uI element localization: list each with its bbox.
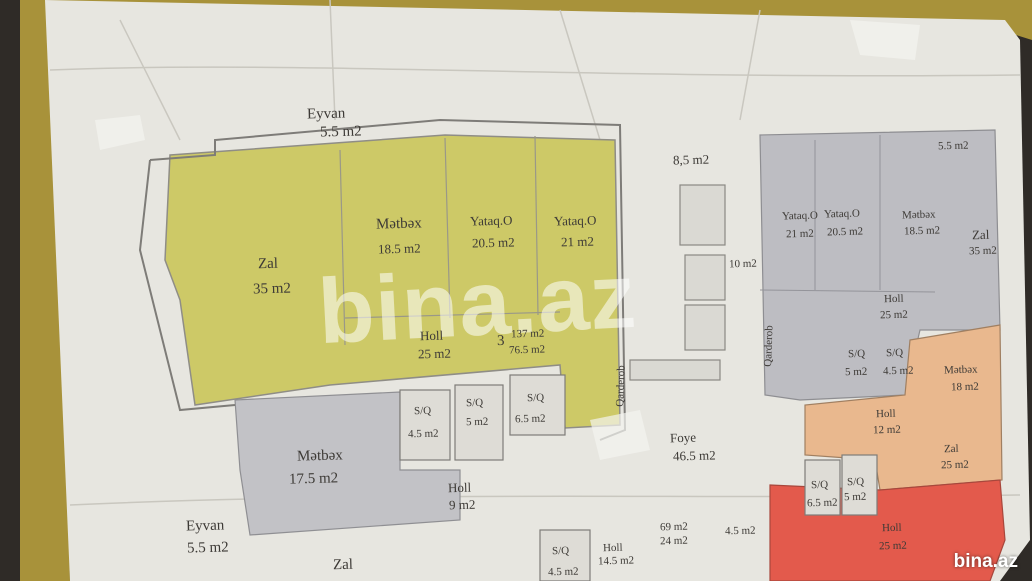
metbex-2-area: 17.5 m2 — [288, 470, 339, 488]
holl-3-label: Holl — [602, 541, 623, 555]
yataq-4-label: Yataq.O — [823, 207, 861, 221]
foye-area: 46.5 m2 — [672, 447, 716, 464]
sq-5-label: S/Q — [847, 347, 866, 361]
sq-2-label: S/Q — [465, 396, 484, 410]
apartment-small-total: 69 m2 — [659, 520, 688, 534]
zal-3-area: 35 m2 — [968, 244, 997, 258]
holl-4-label: Holl — [883, 292, 904, 306]
yataq-2-label: Yataq.O — [553, 212, 597, 229]
eyvan-bottom-label: Eyvan — [185, 517, 225, 535]
zal-3-label: Zal — [971, 226, 990, 243]
sq-7-label: S/Q — [810, 478, 829, 492]
yataq-1-area: 20.5 m2 — [471, 234, 515, 251]
sq-4-area: 4.5 m2 — [547, 565, 579, 579]
sq-2-area: 5 m2 — [465, 415, 489, 429]
sq-8-label: S/Q — [846, 475, 865, 489]
sq-1-label: S/Q — [413, 404, 432, 418]
stair-core — [629, 184, 726, 381]
zal-2-label: Zal — [332, 556, 354, 574]
yataq-3-label: Yataq.O — [781, 209, 819, 223]
holl-2-label: Holl — [447, 479, 472, 496]
yellow-walls — [339, 135, 561, 346]
sq-8-area: 5 m2 — [843, 490, 867, 504]
peeling-patches — [95, 20, 920, 460]
metbex-3-label: Mətbəx — [901, 208, 936, 222]
bathroom-boxes — [399, 374, 878, 581]
holl-5-label: Holl — [875, 407, 896, 421]
sq-3-area: 6.5 m2 — [514, 412, 546, 426]
yataq-2-area: 21 m2 — [560, 233, 595, 250]
metbex-1-label: Mətbəx — [375, 215, 423, 233]
stair-area: 8,5 m2 — [672, 151, 710, 168]
watermark: bina.az — [315, 244, 640, 364]
holl-3-area: 14.5 m2 — [597, 554, 635, 568]
sq-6-area: 4.5 m2 — [882, 364, 914, 378]
qarderob-1-label: Qarderob — [614, 365, 628, 407]
holl-6-area: 25 m2 — [878, 539, 907, 553]
eyvan-top-area: 5.5 m2 — [319, 123, 362, 141]
sq-1-area: 4.5 m2 — [407, 427, 439, 441]
holl-4-area: 25 m2 — [879, 308, 908, 322]
metbex-4-label: Mətbəx — [943, 363, 978, 377]
eyvan-top-label: Eyvan — [306, 105, 346, 123]
sq-5-area: 5 m2 — [844, 365, 868, 379]
holl-2-area: 9 m2 — [448, 496, 476, 513]
zal-4-label: Zal — [943, 442, 959, 456]
sq-3-label: S/Q — [526, 391, 545, 405]
zal-1-area: 35 m2 — [252, 280, 292, 298]
grey-right-walls — [759, 135, 936, 293]
foye-label: Foye — [669, 429, 697, 446]
metbex-3-area: 18.5 m2 — [903, 224, 941, 238]
apartment-small-living: 24 m2 — [659, 534, 688, 548]
eyvan-bottom-area: 5.5 m2 — [186, 539, 229, 557]
small-area: 4.5 m2 — [724, 524, 756, 538]
apartment-living-area: 76.5 m2 — [508, 343, 546, 357]
holl-5-area: 12 m2 — [872, 423, 901, 437]
lift-area: 10 m2 — [728, 257, 757, 271]
apartment-total-area: 137 m2 — [510, 327, 545, 341]
eyvan-right-area: 5.5 m2 — [937, 139, 969, 153]
holl-6-label: Holl — [881, 521, 902, 535]
apartment-yellow — [164, 134, 621, 429]
holl-1-area: 25 m2 — [417, 345, 452, 362]
holl-1-label: Holl — [419, 327, 444, 344]
bina-logo: bina.az — [953, 551, 1018, 572]
yataq-4-area: 20.5 m2 — [826, 225, 864, 239]
sq-7-area: 6.5 m2 — [806, 496, 838, 510]
zal-4-area: 25 m2 — [940, 458, 969, 472]
metbex-4-area: 18 m2 — [950, 380, 979, 394]
yataq-1-label: Yataq.O — [469, 212, 513, 229]
metbex-2-label: Mətbəx — [296, 447, 344, 465]
apartment-number: 3 — [496, 332, 505, 350]
zal-1-label: Zal — [257, 255, 279, 273]
metbex-1-area: 18.5 m2 — [377, 240, 421, 257]
sq-6-label: S/Q — [885, 346, 904, 360]
sq-4-label: S/Q — [551, 544, 570, 558]
qarderob-2-label: Qarderob — [762, 325, 776, 367]
yataq-3-area: 21 m2 — [785, 227, 814, 241]
